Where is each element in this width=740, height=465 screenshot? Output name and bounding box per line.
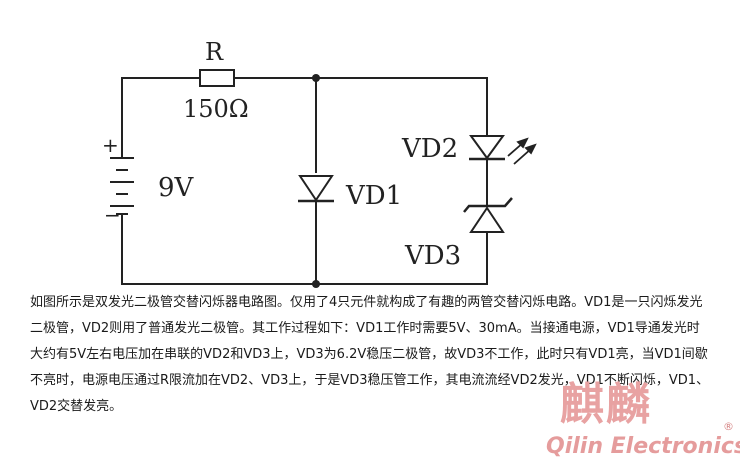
registered-mark-icon: ® xyxy=(723,420,734,433)
battery-symbol xyxy=(110,157,134,215)
vd3-zener-symbol xyxy=(463,197,513,233)
vd1-diode-symbol xyxy=(298,175,334,203)
battery-voltage-label: 9V xyxy=(158,173,195,203)
circuit-diagram: R 150Ω + − 9V VD1 VD2 VD3 xyxy=(102,38,537,288)
light-emission-arrows-icon xyxy=(507,137,537,165)
vd3-label: VD3 xyxy=(404,241,461,271)
resistor-symbol xyxy=(199,69,235,87)
circuit-description: 如图所示是双发光二极管交替闪烁器电路图。仅用了4只元件就构成了有趣的两管交替闪烁… xyxy=(30,295,710,414)
vd2-label: VD2 xyxy=(401,134,458,164)
qilin-logo: 麒麟 ® Qilin Electronics xyxy=(540,368,740,465)
logo-english-text: Qilin Electronics xyxy=(546,434,740,459)
vd1-label: VD1 xyxy=(345,181,402,211)
logo-chinese-text: 麒麟 xyxy=(560,379,652,430)
junction-bottom xyxy=(312,280,320,288)
resistor-value-label: 150Ω xyxy=(183,95,249,123)
battery-plus-label: + xyxy=(102,133,119,157)
resistor-name-label: R xyxy=(205,38,224,66)
battery-minus-label: − xyxy=(104,203,121,227)
junction-top xyxy=(312,74,320,82)
vd2-led-symbol xyxy=(469,135,505,161)
